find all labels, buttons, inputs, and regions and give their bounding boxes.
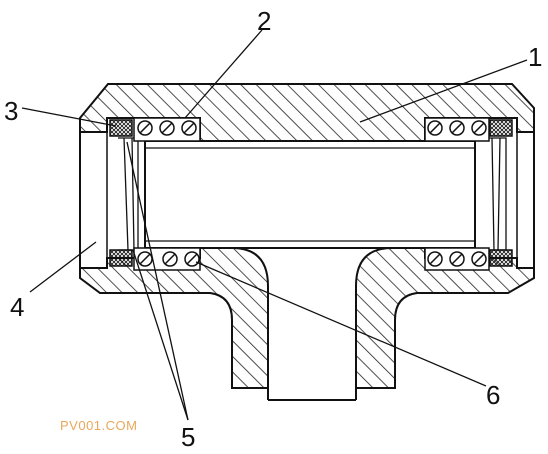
leader-line-5a	[126, 141, 189, 421]
coil-set-bottom-right	[427, 251, 487, 267]
leader-line-6	[195, 261, 487, 387]
coil-set-bottom-left	[137, 251, 200, 267]
callout-5: 5	[181, 422, 195, 452]
leader-line-1	[359, 59, 528, 123]
leader-line-3	[21, 107, 117, 127]
coil-set-top-left	[137, 120, 197, 136]
leader-line-5b	[132, 249, 189, 421]
callout-3: 3	[4, 96, 18, 126]
callout-4: 4	[10, 292, 24, 322]
seal-ring-top-right	[489, 119, 513, 137]
seal-ring-bottom-right	[489, 249, 513, 267]
left-clamp-sleeve	[118, 137, 139, 251]
watermark-text: PV001.COM	[60, 418, 137, 433]
callout-2: 2	[257, 6, 271, 36]
seal-ring-bottom-left	[109, 249, 133, 267]
seal-ring-top-left	[109, 119, 133, 137]
inner-pipe	[144, 140, 476, 249]
right-clamp-sleeve	[486, 137, 507, 251]
leader-line-4	[29, 241, 97, 293]
callout-1: 1	[528, 42, 542, 72]
callout-6: 6	[486, 380, 500, 410]
coil-set-top-right	[427, 120, 487, 136]
leader-line-2	[184, 29, 263, 119]
